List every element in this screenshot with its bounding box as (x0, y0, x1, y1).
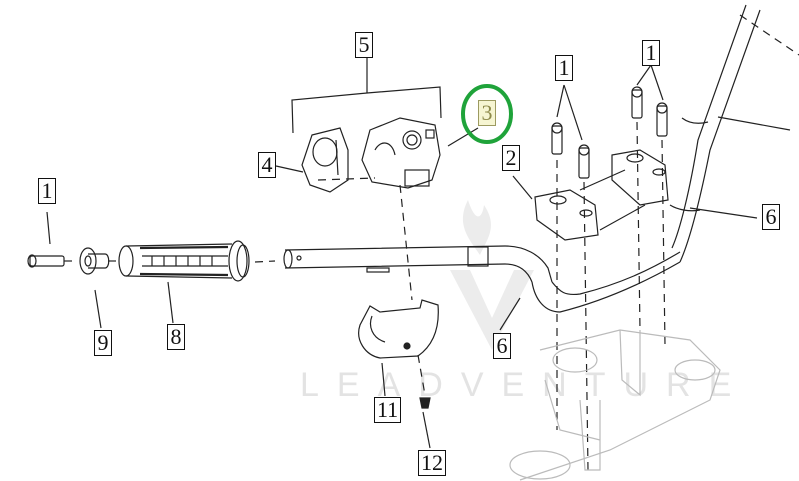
callout-9: 9 (94, 330, 112, 356)
watermark-text: LEADVENTURE (300, 366, 750, 404)
callout-2: 2 (502, 145, 520, 171)
leader-lines (46, 64, 791, 449)
callout-12: 12 (418, 450, 446, 476)
callout-6-lower: 6 (493, 333, 511, 359)
switch-housing-half-drawing (301, 127, 349, 193)
callout-4: 4 (258, 152, 276, 178)
callout-5: 5 (355, 32, 373, 58)
assembly-bracket (291, 86, 442, 134)
triple-clamp-drawing (509, 329, 721, 481)
assembly-guide-lines (64, 14, 799, 471)
callout-1-clamp-bolts-rear: 1 (642, 40, 660, 66)
callout-1-clamp-bolts-front: 1 (555, 55, 573, 81)
bar-end-weight-drawing (79, 247, 110, 275)
switch-housing-drawing (361, 117, 441, 189)
watermark-logo-icon (450, 200, 534, 350)
callout-3: 3 (478, 100, 496, 126)
callout-11: 11 (374, 397, 402, 423)
switch-cover-drawing (358, 299, 439, 359)
handlebar-clamp-drawing (534, 149, 669, 241)
cover-screw-drawing (419, 397, 431, 409)
clamp-bolts-drawing (551, 86, 668, 179)
highlight-circle (461, 84, 513, 144)
callout-8: 8 (167, 324, 185, 350)
grip-end-bolt-drawing (27, 254, 65, 268)
callout-6-right: 6 (762, 204, 780, 230)
callout-1-grip-bolt: 1 (38, 178, 56, 204)
grip-drawing (118, 240, 250, 282)
handlebar-drawing (283, 4, 761, 313)
